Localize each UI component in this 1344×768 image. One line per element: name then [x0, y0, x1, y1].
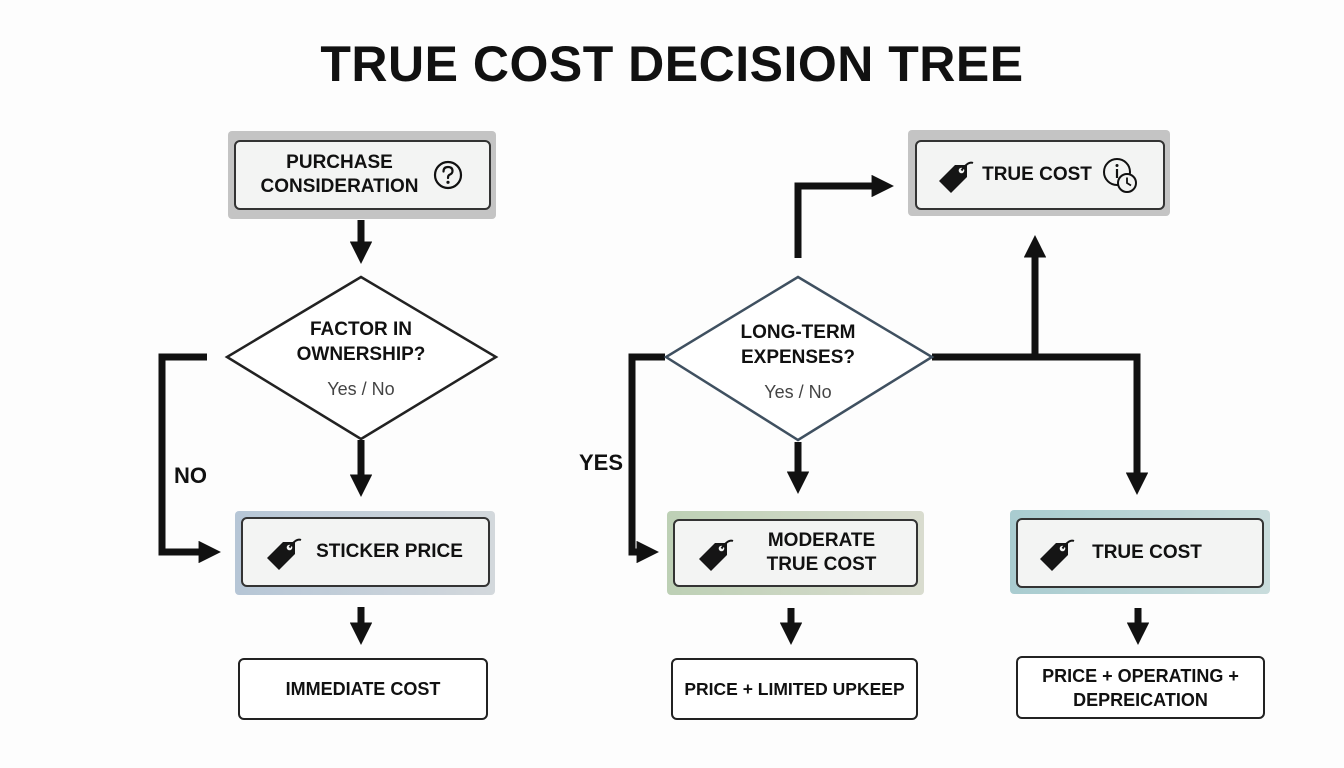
price-tag-icon [699, 539, 734, 571]
purchase-consideration-box: PURCHASE CONSIDERATION [234, 140, 491, 210]
ownership-question: FACTOR IN OWNERSHIP? Yes / No [256, 317, 466, 400]
arrow-yes-loop [628, 353, 665, 564]
longterm-line1: LONG-TERM [740, 322, 856, 343]
price-tag-icon [939, 161, 974, 193]
arrow-branch-right [932, 353, 1149, 495]
diagram-title: TRUE COST DECISION TREE [320, 36, 1024, 92]
longterm-question: LONG-TERM EXPENSES? Yes / No [694, 320, 902, 403]
true-cost-top-label: TRUE COST [982, 164, 1092, 185]
immediate-cost-box: IMMEDIATE COST [238, 658, 488, 720]
sticker-price-label: STICKER PRICE [316, 541, 463, 562]
edge-label-no: NO [174, 463, 207, 488]
true-cost-top-box: TRUE COST [915, 140, 1165, 210]
price-tag-icon [267, 538, 302, 570]
full-line1: PRICE + OPERATING + [1042, 665, 1239, 686]
edge-label-yes: YES [579, 450, 624, 475]
arrow-top-to-longterm [794, 174, 894, 258]
price-tag-icon [1040, 539, 1075, 571]
longterm-options: Yes / No [764, 382, 832, 402]
true-cost-box: TRUE COST [1016, 518, 1264, 588]
ownership-options: Yes / No [327, 379, 395, 399]
info-clock-icon [1103, 158, 1137, 193]
full-cost-box: PRICE + OPERATING + DEPREICATION [1016, 656, 1265, 719]
question-circle-icon [434, 160, 463, 190]
ownership-line2: OWNERSHIP? [296, 344, 426, 365]
decision-longterm-diamond [663, 275, 935, 442]
full-line2: DEPREICATION [1073, 689, 1208, 710]
arrow-no-loop [158, 353, 221, 564]
longterm-line2: EXPENSES? [740, 347, 856, 368]
purchase-line2: CONSIDERATION [260, 176, 419, 197]
true-cost-label: TRUE COST [1092, 542, 1202, 563]
decision-ownership-diamond [224, 275, 499, 441]
ownership-line1: FACTOR IN [309, 319, 413, 340]
limited-upkeep-box: PRICE + LIMITED UPKEEP [671, 658, 918, 720]
moderate-line1: MODERATE [767, 530, 876, 551]
moderate-line2: TRUE COST [766, 554, 877, 575]
purchase-line1: PURCHASE [286, 152, 393, 173]
sticker-price-box: STICKER PRICE [241, 517, 490, 587]
moderate-true-cost-box: MODERATE TRUE COST [673, 519, 918, 587]
